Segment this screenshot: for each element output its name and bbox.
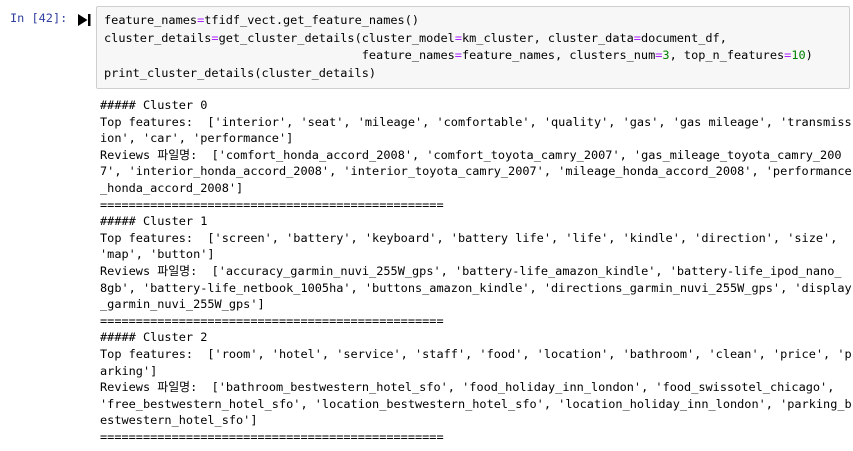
prompt-column: In [42]: xyxy=(0,6,96,89)
cluster-reviews: Reviews 파일명: ['comfort_honda_accord_2008… xyxy=(100,147,852,195)
code-token: tfidf_vect.get_feature_names() xyxy=(204,13,420,27)
cluster-reviews: Reviews 파일명: ['accuracy_garmin_nuvi_255W… xyxy=(100,263,852,312)
output-area: ##### Cluster 0 Top features: ['interior… xyxy=(100,97,853,445)
code-token: print_cluster_details(cluster_details) xyxy=(104,65,377,80)
code-token: = xyxy=(784,48,792,62)
cluster-header: ##### Cluster 0 xyxy=(100,98,208,112)
cluster-block-0: ##### Cluster 0 Top features: ['interior… xyxy=(100,97,853,213)
code-token: ) xyxy=(805,48,813,62)
code-token: document_df, xyxy=(640,30,727,45)
code-token: = xyxy=(197,13,205,27)
cluster-separator: ========================================… xyxy=(100,313,444,328)
code-token: km_cluster, cluster_data xyxy=(461,30,634,45)
code-token: feature_names xyxy=(104,48,455,62)
cluster-top-features: Top features: ['screen', 'battery', 'key… xyxy=(100,230,838,262)
code-token: = xyxy=(655,48,663,62)
code-token: feature_names, clusters_num xyxy=(461,48,656,62)
code-token: cluster_details xyxy=(104,30,212,45)
cluster-block-1: ##### Cluster 1 Top features: ['screen',… xyxy=(100,213,853,329)
code-token: feature_names xyxy=(104,13,198,27)
code-token: 3 xyxy=(662,48,670,62)
cluster-separator: ========================================… xyxy=(100,429,444,444)
cluster-header: ##### Cluster 1 xyxy=(100,214,208,229)
cluster-top-features: Top features: ['room', 'hotel', 'service… xyxy=(100,346,852,378)
code-token: get_cluster_details(cluster_model xyxy=(218,30,455,45)
code-token: = xyxy=(211,30,219,45)
input-prompt: In [42]: xyxy=(10,11,68,25)
code-token: , top_n_features xyxy=(669,48,785,62)
code-line: feature_names=feature_names, clusters_nu… xyxy=(104,47,845,65)
code-token: = xyxy=(633,30,641,45)
code-line: feature_names=tfidf_vect.get_feature_nam… xyxy=(104,12,845,30)
cluster-top-features: Top features: ['interior', 'seat', 'mile… xyxy=(100,114,852,146)
code-token: 10 xyxy=(791,48,806,62)
code-editor[interactable]: feature_names=tfidf_vect.get_feature_nam… xyxy=(96,6,850,89)
notebook-cell: In [42]: feature_names=tfidf_vect.get_fe… xyxy=(0,0,853,89)
run-cell-icon[interactable] xyxy=(77,12,91,31)
cluster-reviews: Reviews 파일명: ['bathroom_bestwestern_hote… xyxy=(100,380,852,428)
code-token: = xyxy=(454,30,462,45)
cluster-separator: ========================================… xyxy=(100,197,444,212)
cluster-header: ##### Cluster 2 xyxy=(100,330,208,345)
code-token: = xyxy=(454,48,462,62)
cluster-block-2: ##### Cluster 2 Top features: ['room', '… xyxy=(100,329,853,445)
code-line: print_cluster_details(cluster_details) xyxy=(104,65,845,83)
code-line: cluster_details=get_cluster_details(clus… xyxy=(104,30,845,48)
